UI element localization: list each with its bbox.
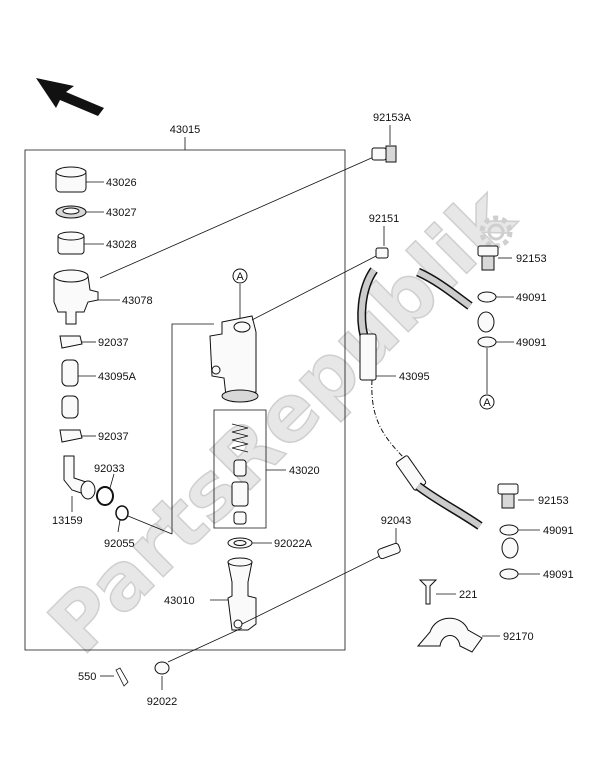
label-43020: 43020 — [289, 465, 320, 477]
cotter-pin-550: 550 — [78, 667, 129, 687]
label-49091-d: 49091 — [543, 569, 574, 581]
label-43026: 43026 — [106, 177, 137, 189]
bolt-92153a: 92153A — [99, 112, 412, 279]
label-221: 221 — [459, 589, 477, 601]
label-92043: 92043 — [381, 515, 412, 527]
bolt-92151: 92151 — [251, 213, 400, 321]
label-92153a: 92153A — [373, 112, 412, 124]
hose-clamp-92037-b: 92037 — [59, 429, 129, 443]
ref-marker-a-1: A — [236, 271, 244, 283]
washer-49091-b: 49091 A — [477, 336, 547, 410]
assembly-box-43015: 43015 — [24, 124, 346, 651]
banjo-bolt-92153-b: 92153 — [497, 483, 569, 509]
washer-92022: 92022 — [147, 627, 243, 708]
ref-marker-a-2: A — [483, 397, 491, 409]
label-43028: 43028 — [106, 239, 137, 251]
label-43095a: 43095A — [98, 371, 137, 383]
piston-kit-43020: 43020 — [231, 423, 320, 525]
washer-49091-c: 49091 — [499, 524, 574, 537]
label-92037-b: 92037 — [98, 431, 129, 443]
reservoir-cap-43026: 43026 — [55, 166, 137, 193]
label-43095: 43095 — [399, 371, 430, 383]
label-49091-b: 49091 — [516, 337, 547, 349]
pin-92043: 92043 — [241, 515, 412, 625]
label-92022: 92022 — [147, 696, 178, 708]
diaphragm-43028: 43028 — [57, 231, 137, 255]
reservoir-43078: 43078 — [53, 269, 153, 325]
label-49091-a: 49091 — [516, 292, 547, 304]
push-rod-43010: 43010 — [164, 557, 257, 631]
hose-clamp-92170: 92170 — [416, 617, 534, 653]
label-92153-a: 92153 — [516, 253, 547, 265]
plate-43027: 43027 — [55, 205, 137, 219]
hose-clamp-92037-a: 92037 — [59, 335, 129, 349]
label-92151: 92151 — [369, 213, 400, 225]
label-43078: 43078 — [122, 295, 153, 307]
label-92170: 92170 — [503, 631, 534, 643]
label-92022a: 92022A — [274, 538, 313, 550]
label-49091-c: 49091 — [543, 525, 574, 537]
label-92037-a: 92037 — [98, 337, 129, 349]
label-13159: 13159 — [52, 515, 83, 527]
hose-43095a: 43095A — [61, 359, 137, 419]
label-92153-b: 92153 — [538, 495, 569, 507]
washer-49091-a: 49091 — [477, 291, 547, 304]
front-arrow-icon — [36, 78, 104, 116]
label-43015: 43015 — [170, 124, 201, 136]
banjo-bolt-92153-a: 92153 — [477, 245, 547, 271]
circlip-92055: 92055 — [104, 505, 135, 550]
subassembly-box-43020 — [213, 409, 267, 529]
label-92033: 92033 — [94, 463, 125, 475]
label-550: 550 — [78, 671, 96, 683]
o-ring-92033: 92033 — [94, 463, 125, 506]
cylinder-body: A — [209, 268, 259, 403]
label-43027: 43027 — [106, 207, 137, 219]
washer-49091-d: 49091 — [499, 568, 574, 581]
label-92055: 92055 — [104, 538, 135, 550]
washer-92022a: 92022A — [227, 537, 313, 550]
screw-221: 221 — [418, 579, 477, 605]
brake-hose-43095: 43095 — [357, 267, 519, 559]
elbow-joint-13159: 13159 — [52, 455, 96, 527]
label-43010: 43010 — [164, 595, 195, 607]
